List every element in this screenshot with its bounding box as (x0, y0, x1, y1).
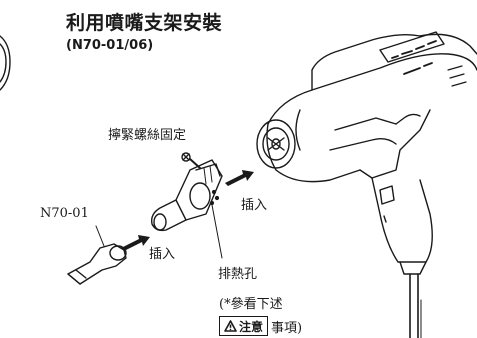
warning-triangle-icon (224, 320, 237, 332)
page-title: 利用噴嘴支架安裝 (66, 12, 223, 34)
power-cord (409, 273, 419, 338)
heat-gun-body (266, 31, 477, 183)
nozzle-leader-line (95, 225, 105, 247)
callout-vent-holes: 排熱孔 (218, 267, 258, 282)
callout-nozzle-model: N70-01 (40, 206, 89, 221)
insert-arrow-icon (225, 170, 254, 186)
callout-insert-top: 插入 (241, 198, 268, 213)
callout-insert-bottom: 插入 (149, 247, 176, 262)
caution-badge: 注意 (219, 316, 269, 336)
insert-arrow-icon (121, 235, 150, 251)
callout-see-below: (*參看下述 (219, 297, 283, 312)
callout-tighten-screw: 擰緊螺絲固定 (108, 128, 187, 143)
screw-icon (181, 152, 201, 169)
caution-reference: 注意 事項) (219, 316, 302, 336)
flat-nozzle (67, 243, 127, 285)
caution-suffix: 事項) (271, 320, 303, 336)
model-number: (N70-01/06) (66, 38, 154, 53)
heat-gun-handle (371, 177, 433, 275)
vent-leader-line (211, 204, 223, 259)
partial-object-left (0, 35, 11, 91)
gun-nozzle-outlet (256, 119, 296, 169)
nozzle-holder (150, 159, 223, 232)
caution-label: 注意 (239, 319, 264, 334)
